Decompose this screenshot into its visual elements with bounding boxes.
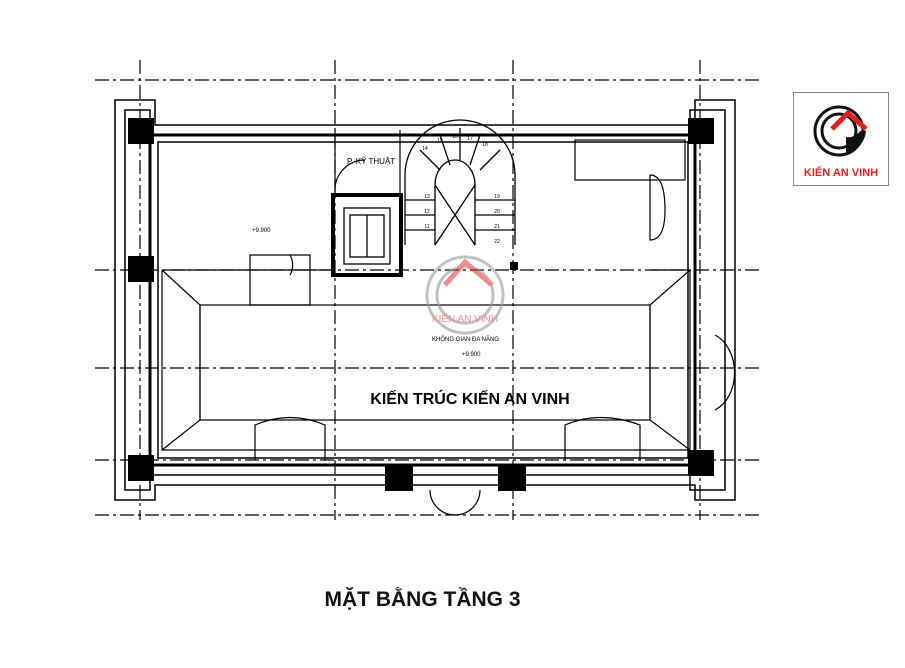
logo-text: KIẾN AN VINH: [803, 167, 879, 179]
stair-step-number: 15: [437, 138, 443, 144]
tech-room: [334, 130, 401, 195]
stair-step-number: 13: [424, 194, 430, 200]
spiral-stair: [404, 119, 516, 246]
level-mark-main: +9.900: [462, 352, 481, 358]
level-mark-side: +9.900: [252, 228, 271, 234]
technical-room-label: P. KỸ THUẬT: [347, 157, 395, 166]
stair-step-number: 17: [467, 136, 473, 142]
center-watermark-logo: KIẾN AN VINH: [425, 255, 505, 335]
stair-step-number: 18: [482, 142, 488, 148]
main-watermark-label: KIẾN TRÚC KIẾN AN VINH: [370, 389, 569, 408]
stair-step-number: 21: [494, 224, 500, 230]
bay-windows: [249, 139, 736, 516]
outer-walls: [114, 99, 736, 501]
stair-step-number: 19: [494, 194, 500, 200]
elevator: [331, 193, 403, 277]
stair-step-number: 14: [422, 146, 428, 152]
company-logo: KIẾN AN VINH: [793, 92, 889, 186]
drawing-title: MẶT BẰNG TẦNG 3: [324, 588, 521, 611]
void-opening: [161, 269, 691, 451]
watermark-text: KIẾN AN VINH: [432, 312, 498, 325]
stair-step-number: 16: [452, 134, 458, 140]
stair-step-number: 12: [424, 209, 430, 215]
multipurpose-room-label: KHÔNG GIAN ĐA NĂNG: [432, 336, 499, 343]
logo-mark-icon: [813, 105, 868, 157]
columns: [128, 118, 714, 491]
stair-step-number: 11: [424, 224, 429, 230]
stair-step-number: 20: [494, 209, 500, 215]
stair-step-number: 22: [494, 239, 500, 245]
